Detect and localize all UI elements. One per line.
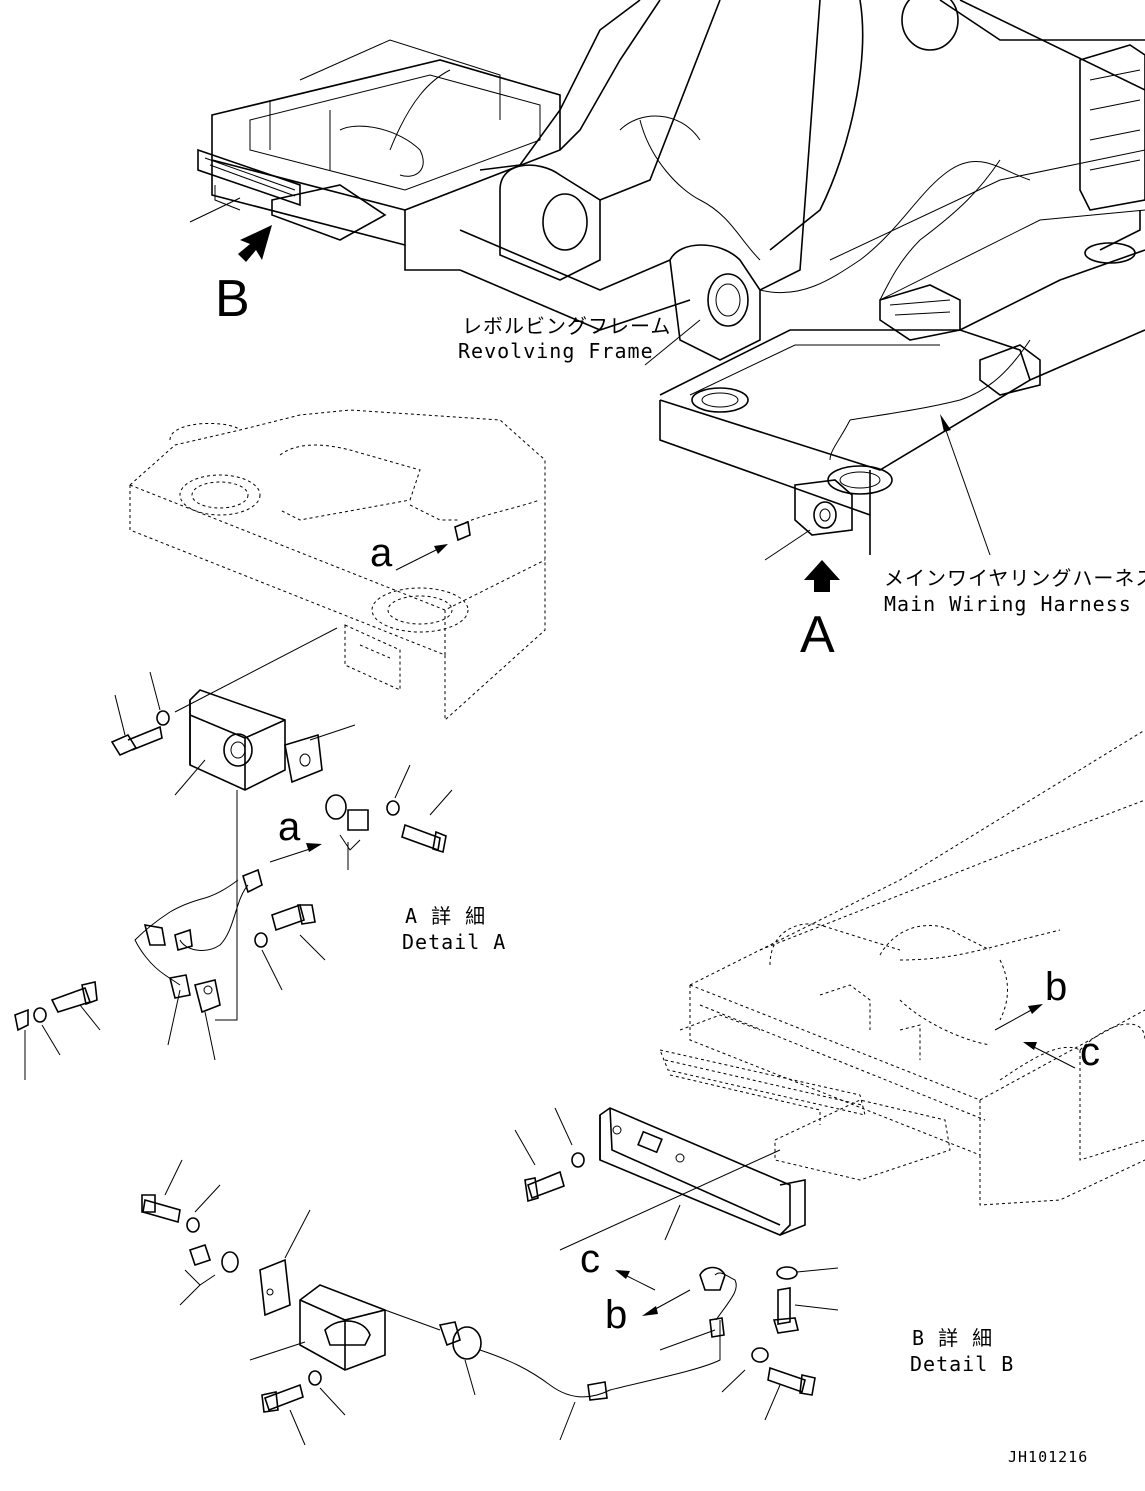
callout-ref-a-top: a — [370, 531, 393, 575]
detail-b-parts — [141, 1107, 839, 1446]
revolving-frame-drawing — [189, 0, 1145, 561]
detail-a-label-jp: A 詳 細 — [405, 904, 486, 928]
callout-ref-c-bottom: c — [580, 1237, 600, 1281]
main-harness-label-en: Main Wiring Harness — [884, 592, 1132, 616]
detail-a-label-en: Detail A — [402, 930, 506, 954]
detail-a-frame-drawing — [129, 409, 546, 722]
detail-a-parts — [14, 671, 453, 1080]
revolving-frame-label-en: Revolving Frame — [458, 339, 654, 363]
detail-b-label-jp: B 詳 細 — [912, 1326, 993, 1350]
drawing-code: JH101216 — [1008, 1448, 1088, 1466]
callout-view-b: B — [215, 270, 250, 328]
callout-ref-b-bottom: b — [605, 1293, 627, 1337]
main-harness-label-jp: メインワイヤリングハーネス — [884, 566, 1145, 590]
callout-ref-a-detail: a — [278, 805, 301, 849]
callout-ref-c-right: c — [1080, 1030, 1100, 1074]
detail-b-label-en: Detail B — [910, 1352, 1014, 1376]
view-arrow-b-icon — [238, 225, 272, 262]
detail-b-frame-drawing — [559, 729, 1145, 1251]
callout-ref-b-right: b — [1045, 965, 1067, 1009]
view-arrow-a-icon — [804, 560, 840, 592]
callout-view-a: A — [800, 606, 835, 664]
revolving-frame-label-jp: レボルビングフレーム — [462, 314, 671, 338]
